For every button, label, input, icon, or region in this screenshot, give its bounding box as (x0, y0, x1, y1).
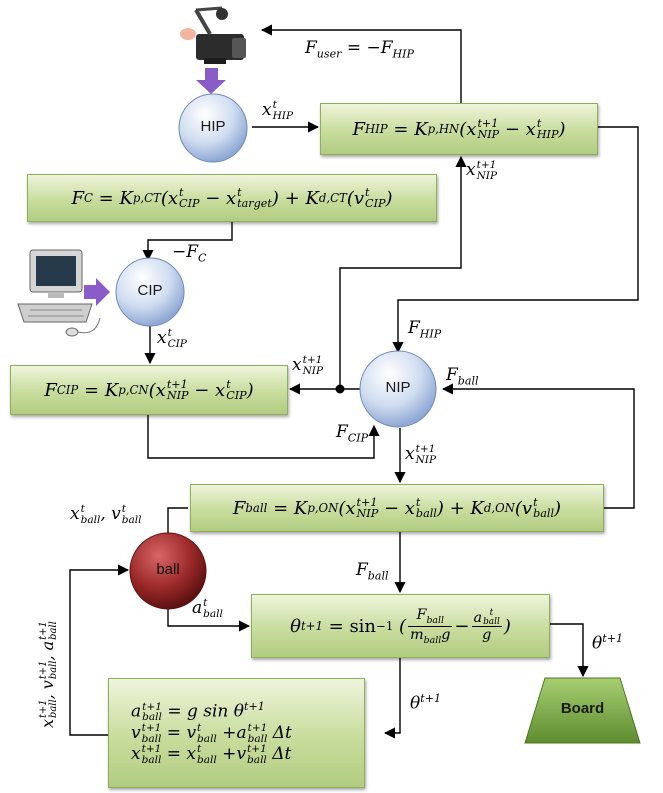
arrow-f-hip (392, 126, 639, 354)
arrow-theta-update (383, 658, 401, 739)
cip-label: CIP (137, 282, 163, 299)
connectors (69, 24, 639, 739)
purple-arrow-right (84, 278, 110, 306)
neg-fc-label: −FC (172, 242, 207, 265)
arrow-x-nip-up (339, 155, 467, 389)
arrow-ball-state (167, 507, 188, 540)
computer-icon (17, 249, 101, 337)
arrow-f-user (260, 24, 462, 103)
f-ball-in-label: Fball (446, 365, 479, 388)
nip-node (359, 350, 437, 428)
board-label: Board (560, 700, 605, 717)
ball-label: ball (156, 561, 180, 578)
f-ball-down-label: Fball (356, 560, 389, 583)
arrow-f-ball-feedback (441, 383, 635, 509)
arrow-f-cip (147, 415, 380, 459)
theta-right-label: θt+1 (592, 632, 623, 654)
theta-mid-label: θt+1 (410, 692, 441, 714)
purple-arrow-down (196, 68, 226, 94)
cip-node (115, 257, 185, 327)
f-user-label: Fuser = −FHIP (305, 38, 414, 61)
arrow-theta-board (550, 623, 589, 678)
board-node (524, 677, 641, 744)
hip-label: HIP (200, 118, 226, 135)
ball-node (129, 532, 207, 610)
junction-dot (335, 384, 345, 394)
nip-label: NIP (385, 379, 411, 396)
hip-node (178, 93, 248, 163)
arrow-neg-fc (142, 220, 233, 262)
f-cip-in-label: FCIP (336, 422, 369, 445)
f-hip-in-label: FHIP (408, 318, 442, 341)
arrow-update-ball (69, 564, 130, 736)
haptic-device-icon (180, 6, 246, 64)
